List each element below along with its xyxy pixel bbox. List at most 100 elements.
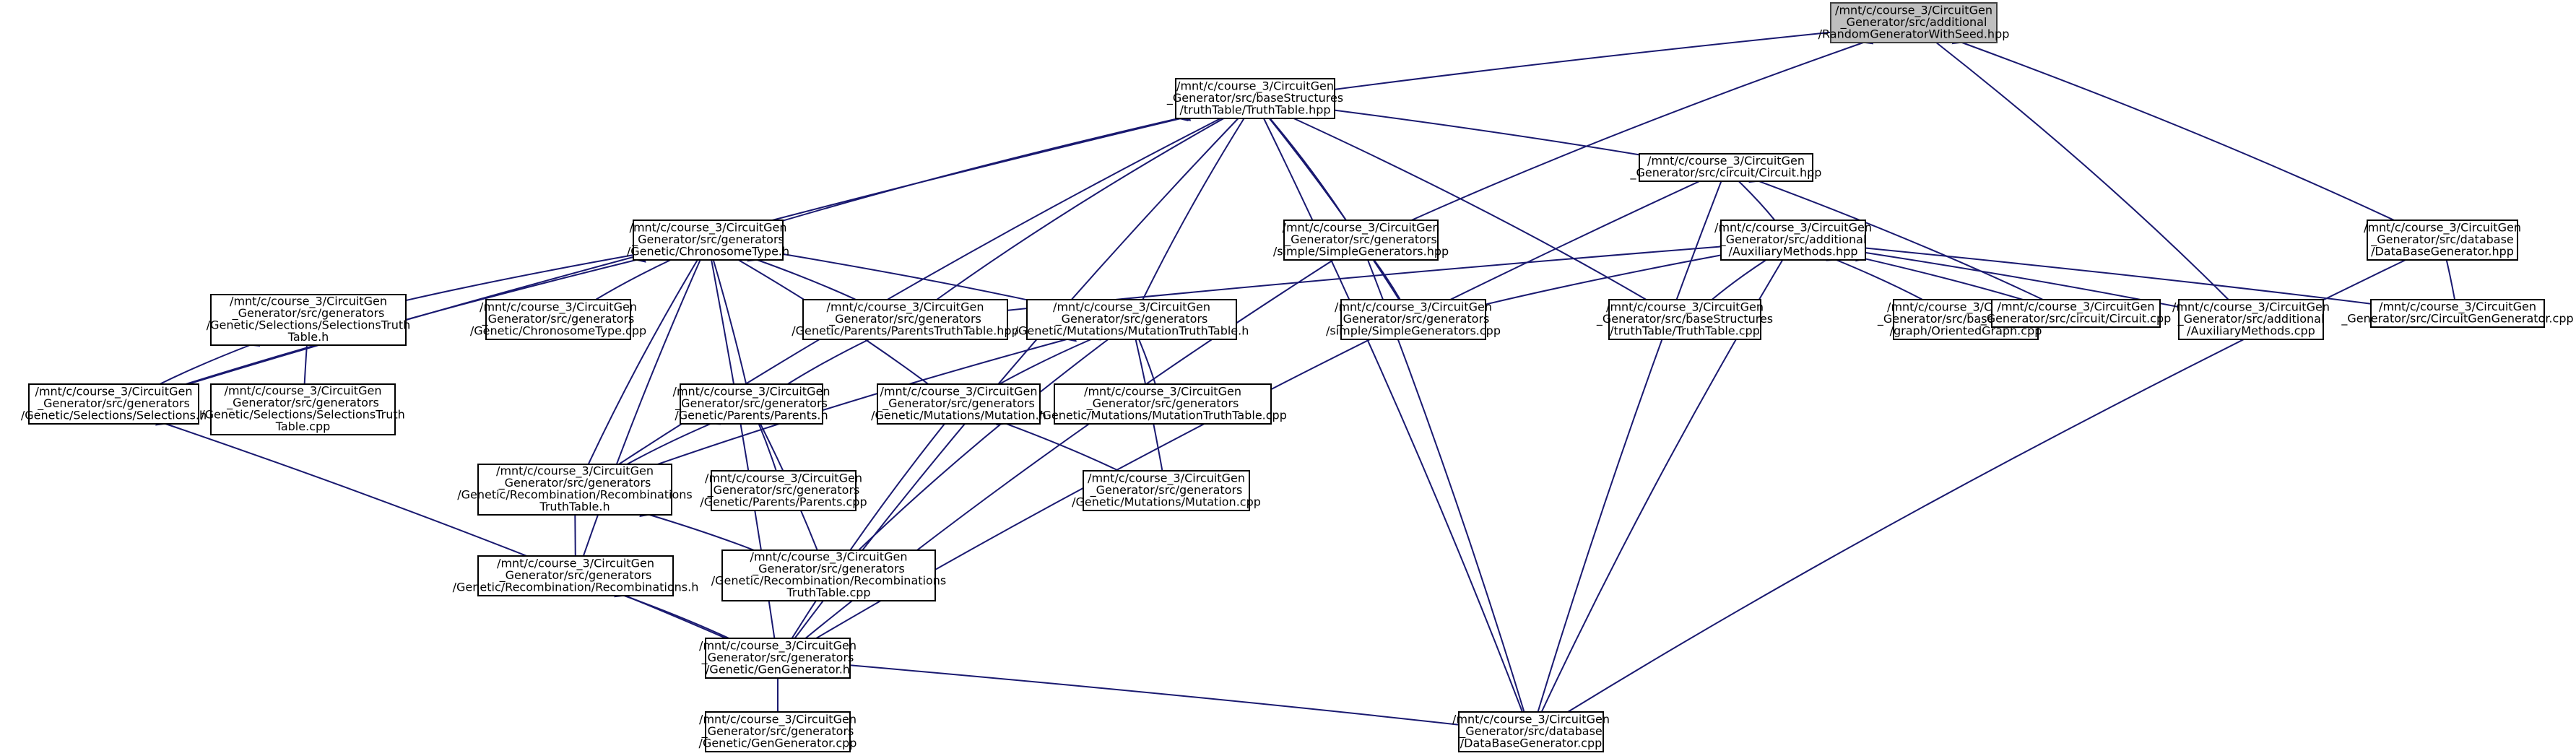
node-box: [1991, 299, 2161, 328]
node-label-line: _Generator/src/generators: [882, 396, 1035, 411]
node-box: [485, 299, 631, 340]
node-box: [210, 383, 396, 435]
node-label-line: /Genetic/Selections/Selections.h: [21, 408, 207, 422]
file-node-rtt-h[interactable]: /mnt/c/course_3/CircuitGen_Generator/src…: [457, 464, 693, 516]
node-label-line: /Genetic/Recombination/Recombinations: [711, 574, 946, 588]
node-label-line: /truthTable/TruthTable.cpp: [1610, 323, 1760, 337]
node-label-line: /Genetic/Mutations/Mutation.h: [871, 408, 1046, 422]
node-box: [1458, 711, 1604, 752]
node-box: [680, 383, 823, 425]
include-edge: [706, 249, 747, 385]
node-label-line: _Generator/src/generators: [675, 396, 828, 411]
node-label-line: /mnt/c/course_3/CircuitGen: [827, 300, 984, 314]
node-box: [1639, 153, 1813, 182]
file-node-mut-h[interactable]: /mnt/c/course_3/CircuitGen_Generator/src…: [871, 383, 1046, 425]
include-edge: [1283, 110, 1647, 300]
node-label-line: /mnt/c/course_3/CircuitGen: [750, 550, 908, 565]
file-node-ptt-hpp[interactable]: /mnt/c/course_3/CircuitGen_Generator/src…: [792, 299, 1019, 340]
file-node-tth[interactable]: /mnt/c/course_3/CircuitGen_Generator/src…: [1166, 78, 1343, 119]
include-edge: [787, 331, 880, 385]
node-label-line: /mnt/c/course_3/CircuitGen: [673, 384, 831, 399]
file-node-cgg-cpp[interactable]: /mnt/c/course_3/CircuitGen_Generator/src…: [2341, 299, 2574, 328]
file-node-rgws[interactable]: /mnt/c/course_3/CircuitGen_Generator/src…: [1818, 2, 2010, 43]
file-node-aux-cpp[interactable]: /mnt/c/course_3/CircuitGen_Generator/src…: [2172, 299, 2330, 340]
include-edge: [1537, 170, 1730, 713]
node-label-line: /Genetic/Parents/Parents.cpp: [700, 495, 867, 508]
node-label-line: /Genetic/ChronosomeType.h: [627, 244, 789, 258]
node-label-line: _Generator/src/generators: [631, 233, 784, 247]
include-edge: [999, 331, 1102, 385]
edge-layer: [155, 26, 2456, 726]
node-label-line: /mnt/c/course_3/CircuitGen: [1283, 220, 1440, 235]
file-node-simple-cpp[interactable]: /mnt/c/course_3/CircuitGen_Generator/src…: [1326, 299, 1501, 340]
include-edge: [1259, 108, 1400, 300]
node-label-line: /DataBaseGenerator.cpp: [1460, 736, 1603, 750]
file-node-rec-h[interactable]: /mnt/c/course_3/CircuitGen_Generator/src…: [453, 555, 699, 596]
node-label-line: _Generator/src/generators: [701, 724, 854, 739]
include-edge: [1255, 108, 1523, 713]
node-label-line: /Genetic/Parents/Parents.h: [675, 408, 828, 422]
node-label-line: /Genetic/Recombination/Recombinations.h: [453, 580, 699, 594]
file-node-seltt-cpp[interactable]: /mnt/c/course_3/CircuitGen_Generator/src…: [201, 383, 405, 435]
file-node-chrom-cpp[interactable]: /mnt/c/course_3/CircuitGen_Generator/src…: [470, 299, 646, 340]
include-edge: [840, 659, 1460, 726]
file-node-mtt-cpp[interactable]: /mnt/c/course_3/CircuitGen_Generator/src…: [1038, 383, 1287, 425]
node-box: [477, 464, 672, 516]
file-node-dbg-cpp[interactable]: /mnt/c/course_3/CircuitGen_Generator/src…: [1452, 711, 1610, 752]
file-node-circ-cpp[interactable]: /mnt/c/course_3/CircuitGen_Generator/src…: [1980, 299, 2172, 328]
node-label-line: _Generator/src/generators: [1055, 312, 1208, 326]
node-label-line: /mnt/c/course_3/CircuitGen: [480, 300, 637, 314]
node-label-line: /Genetic/GenGenerator.cpp: [699, 736, 857, 750]
include-edge: [1926, 32, 2229, 300]
file-node-gg-cpp[interactable]: /mnt/c/course_3/CircuitGen_Generator/src…: [699, 711, 857, 752]
node-label-line: /mnt/c/course_3/CircuitGen: [699, 712, 857, 726]
file-node-par-h[interactable]: /mnt/c/course_3/CircuitGen_Generator/src…: [673, 383, 831, 425]
file-node-aux-hpp[interactable]: /mnt/c/course_3/CircuitGen_Generator/src…: [1714, 220, 1872, 261]
file-node-tt-cpp[interactable]: /mnt/c/course_3/CircuitGen_Generator/src…: [1596, 299, 1773, 340]
include-edge: [1711, 251, 1777, 300]
include-edge: [1951, 35, 2395, 221]
node-label-line: /mnt/c/course_3/CircuitGen: [35, 384, 193, 399]
file-node-mut-cpp[interactable]: /mnt/c/course_3/CircuitGen_Generator/src…: [1072, 470, 1261, 511]
node-label-line: _Generator/src/generators: [1090, 483, 1243, 498]
file-node-dbg-hpp[interactable]: /mnt/c/course_3/CircuitGen_Generator/src…: [2364, 220, 2521, 261]
node-label-line: _Generator/src/CircuitGenGenerator.cpp: [2341, 312, 2573, 326]
file-node-rtt-cpp[interactable]: /mnt/c/course_3/CircuitGen_Generator/src…: [711, 549, 946, 601]
node-label-line: /AuxiliaryMethods.hpp: [1728, 244, 1857, 258]
include-edge: [639, 507, 755, 551]
node-label-line: /DataBaseGenerator.hpp: [2371, 244, 2514, 258]
node-label-line: TruthTable.cpp: [786, 586, 870, 599]
file-node-chrom-h[interactable]: /mnt/c/course_3/CircuitGen_Generator/src…: [627, 220, 789, 261]
node-label-line: _Generator/src/generators: [226, 396, 379, 410]
file-node-mtt-h[interactable]: /mnt/c/course_3/CircuitGen_Generator/src…: [1015, 299, 1249, 340]
node-label-line: /mnt/c/course_3/CircuitGen: [1647, 154, 1805, 168]
node-box: [477, 555, 674, 596]
node-label-line: /mnt/c/course_3/CircuitGen: [2172, 300, 2330, 314]
node-layer: /mnt/c/course_3/CircuitGen_Generator/src…: [21, 2, 2574, 752]
node-box: [1340, 299, 1486, 340]
file-node-selt-h[interactable]: /mnt/c/course_3/CircuitGen_Generator/src…: [207, 294, 411, 346]
node-label-line: /mnt/c/course_3/CircuitGen: [1452, 712, 1610, 726]
node-label-line: _Generator/src/generators: [482, 312, 635, 326]
include-edge: [1855, 251, 2024, 300]
file-node-gg-h[interactable]: /mnt/c/course_3/CircuitGen_Generator/src…: [699, 638, 857, 679]
file-node-circ-hpp[interactable]: /mnt/c/course_3/CircuitGen_Generator/src…: [1630, 153, 1822, 182]
include-edge: [936, 109, 1234, 300]
node-label-line: _Generator/src/generators: [752, 562, 905, 576]
node-box: [210, 294, 407, 346]
file-node-simple-hpp[interactable]: /mnt/c/course_3/CircuitGen_Generator/src…: [1273, 220, 1449, 261]
node-label-line: /mnt/c/course_3/CircuitGen: [705, 471, 862, 485]
file-node-sel-h[interactable]: /mnt/c/course_3/CircuitGen_Generator/src…: [21, 383, 207, 425]
node-box: [721, 549, 936, 601]
node-label-line: TruthTable.h: [539, 500, 610, 513]
node-box: [2178, 299, 2324, 340]
node-label-line: /Genetic/Mutations/Mutation.cpp: [1072, 495, 1261, 508]
node-label-line: _Generator/src/generators: [37, 396, 190, 411]
include-edge: [159, 336, 261, 385]
node-label-line: _Generator/src/baseStructures: [1596, 312, 1773, 326]
node-box: [802, 299, 1008, 340]
include-edge: [1324, 104, 1640, 156]
file-node-par-cpp[interactable]: /mnt/c/course_3/CircuitGen_Generator/src…: [700, 470, 867, 511]
node-label-line: /mnt/c/course_3/CircuitGen: [496, 464, 654, 479]
include-edge: [750, 413, 777, 472]
